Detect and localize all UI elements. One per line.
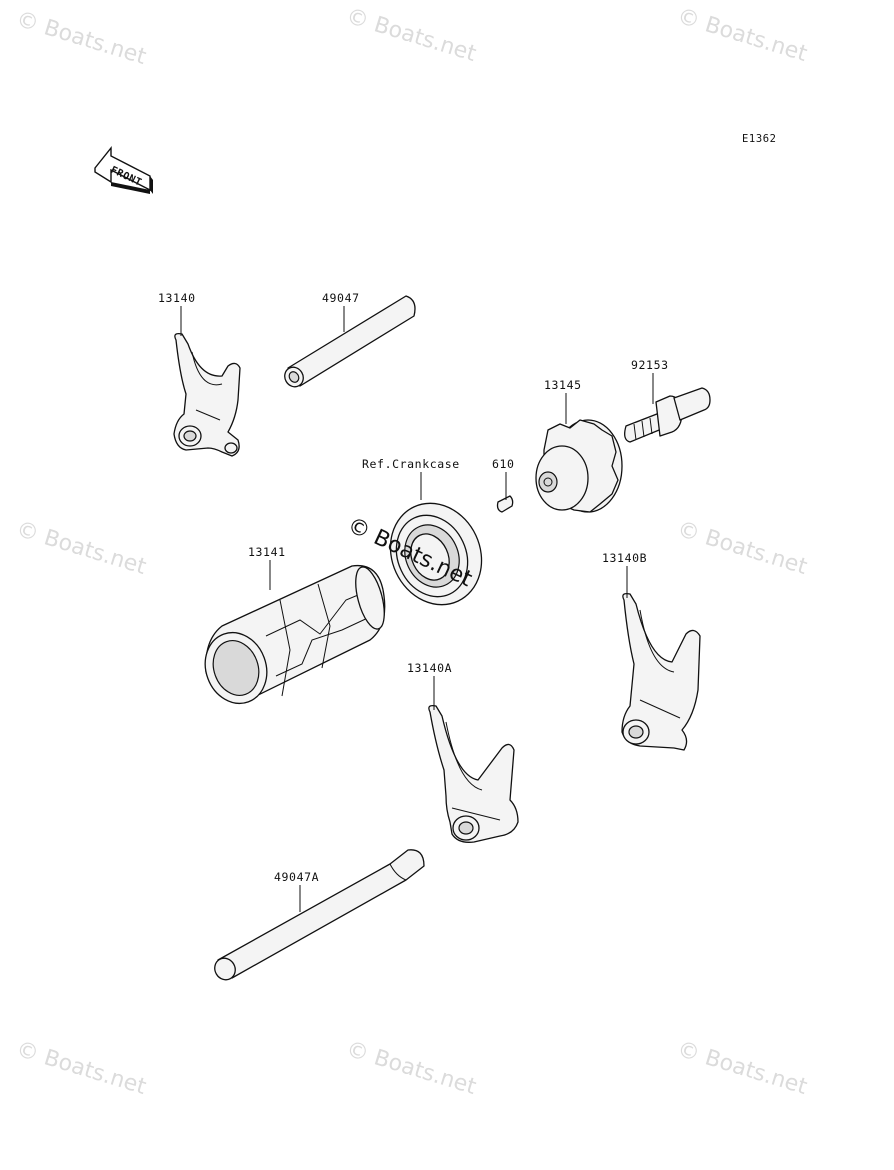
front-arrow-icon: FRONT (94, 146, 153, 194)
part-13145-drum-cam (535, 419, 623, 513)
part-49047-shaft (284, 295, 416, 388)
watermark: © Boats.net (674, 517, 810, 580)
part-labels: 13140 49047 92153 13145 Ref.Crankcase 61… (158, 291, 669, 884)
part-92153-bolt (624, 387, 711, 443)
label-13140B: 13140B (602, 551, 647, 565)
watermark: © Boats.net (674, 1037, 810, 1100)
label-49047: 49047 (322, 291, 360, 305)
part-13141-shift-drum (204, 564, 386, 705)
part-crankcase-bearing (389, 502, 483, 606)
label-610: 610 (492, 457, 515, 471)
part-13140A-shift-fork (428, 704, 519, 843)
part-13140-shift-fork (173, 332, 241, 457)
label-92153: 92153 (631, 358, 669, 372)
watermark: © Boats.net (13, 517, 149, 580)
label-13141: 13141 (248, 545, 286, 559)
watermark: © Boats.net (343, 1037, 479, 1100)
diagram-code: E1362 (742, 133, 777, 145)
watermark: © Boats.net (13, 1037, 149, 1100)
watermark: © Boats.net (343, 4, 479, 67)
watermark: © Boats.net (13, 7, 149, 70)
part-13140B-shift-fork (621, 592, 701, 751)
part-49047A-shaft (214, 849, 425, 981)
leader-lines (180, 306, 654, 912)
label-13140A: 13140A (407, 661, 452, 675)
label-13140: 13140 (158, 291, 196, 305)
watermark: © Boats.net (674, 4, 810, 67)
label-49047A: 49047A (274, 870, 319, 884)
label-13145: 13145 (544, 378, 582, 392)
label-ref-crankcase: Ref.Crankcase (362, 457, 460, 471)
part-610-pin (496, 495, 514, 513)
